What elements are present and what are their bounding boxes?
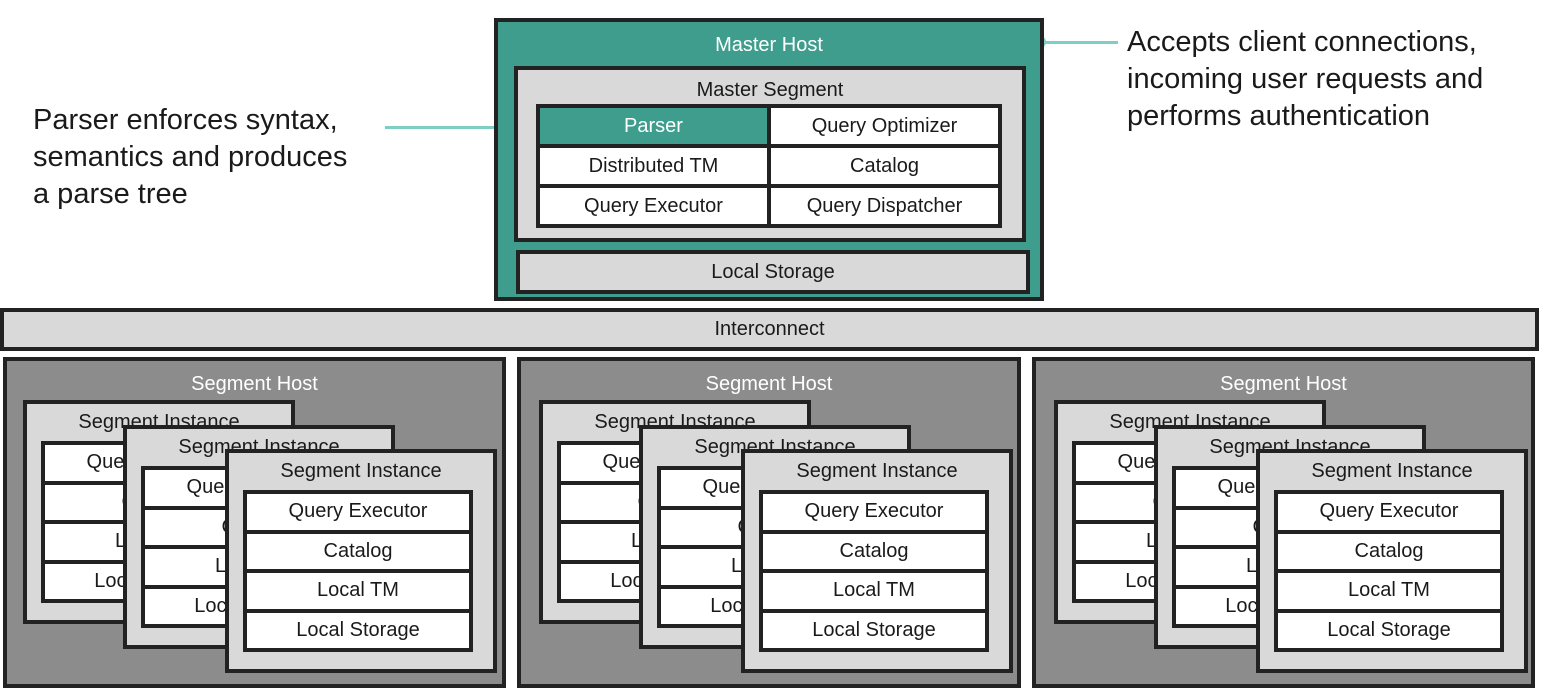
master-callout-line: incoming user requests and xyxy=(1127,63,1484,95)
local-tm-cell: Local TM xyxy=(247,573,469,609)
local-storage-cell: Local Storage xyxy=(763,612,985,648)
parser-callout-line: semantics and produces xyxy=(33,141,348,173)
query-executor-cell: Query Executor xyxy=(763,494,985,530)
master-component-grid: Parser Query Optimizer Distributed TM Ca… xyxy=(536,104,1002,228)
segment-component-list: Query Executor Catalog Local TM Local St… xyxy=(759,490,989,652)
local-tm-cell: Local TM xyxy=(763,573,985,609)
master-callout-line: Accepts client connections, xyxy=(1127,26,1477,58)
distributed-tm-cell: Distributed TM xyxy=(540,148,767,184)
local-storage-cell: Local Storage xyxy=(1278,612,1500,648)
master-callout-line: performs authentication xyxy=(1127,100,1431,132)
catalog-cell: Catalog xyxy=(1278,533,1500,569)
segment-host-title: Segment Host xyxy=(1220,373,1347,395)
segment-host: Segment Host Segment Instance Query Exec… xyxy=(3,357,506,688)
master-segment: Master Segment Parser Query Optimizer Di… xyxy=(514,66,1026,242)
master-host: Master Host Master Segment Parser Query … xyxy=(494,18,1044,301)
catalog-cell: Catalog xyxy=(247,533,469,569)
query-optimizer-cell: Query Optimizer xyxy=(771,108,998,144)
local-storage-cell: Local Storage xyxy=(247,612,469,648)
parser-callout-line: a parse tree xyxy=(33,178,188,210)
segment-component-list: Query Executor Catalog Local TM Local St… xyxy=(243,490,473,652)
query-executor-cell: Query Executor xyxy=(1278,494,1500,530)
segment-instance-title: Segment Instance xyxy=(280,460,442,482)
segment-instance: Segment Instance Query Executor Catalog … xyxy=(741,449,1013,673)
master-segment-title: Master Segment xyxy=(696,79,844,101)
master-host-callout: Accepts client connections, incoming use… xyxy=(1127,24,1483,135)
parser-callout-line: Parser enforces syntax, xyxy=(33,104,338,136)
segment-host-title: Segment Host xyxy=(191,373,318,395)
catalog-cell: Catalog xyxy=(771,148,998,184)
local-tm-cell: Local TM xyxy=(1278,573,1500,609)
catalog-cell: Catalog xyxy=(763,533,985,569)
segment-instance: Segment Instance Query Executor Catalog … xyxy=(225,449,497,673)
segment-instance-title: Segment Instance xyxy=(796,460,958,482)
parser-leader-line xyxy=(385,126,542,129)
segment-host-title: Segment Host xyxy=(705,373,833,395)
segment-component-list: Query Executor Catalog Local TM Local St… xyxy=(1274,490,1504,652)
query-executor-cell: Query Executor xyxy=(247,494,469,530)
interconnect-bar: Interconnect xyxy=(0,308,1539,351)
segment-host: Segment Host Segment Instance Query Exec… xyxy=(1032,357,1535,688)
segment-instance-title: Segment Instance xyxy=(1311,460,1473,482)
segment-host: Segment Host Segment Instance Query Exec… xyxy=(517,357,1021,688)
parser-cell: Parser xyxy=(540,108,767,144)
master-host-title: Master Host xyxy=(715,34,823,56)
query-dispatcher-cell: Query Dispatcher xyxy=(771,188,998,224)
parser-callout: Parser enforces syntax, semantics and pr… xyxy=(33,102,347,213)
query-executor-cell: Query Executor xyxy=(540,188,767,224)
segment-instance: Segment Instance Query Executor Catalog … xyxy=(1256,449,1528,673)
master-leader-line xyxy=(1040,41,1118,44)
master-local-storage: Local Storage xyxy=(516,250,1030,294)
